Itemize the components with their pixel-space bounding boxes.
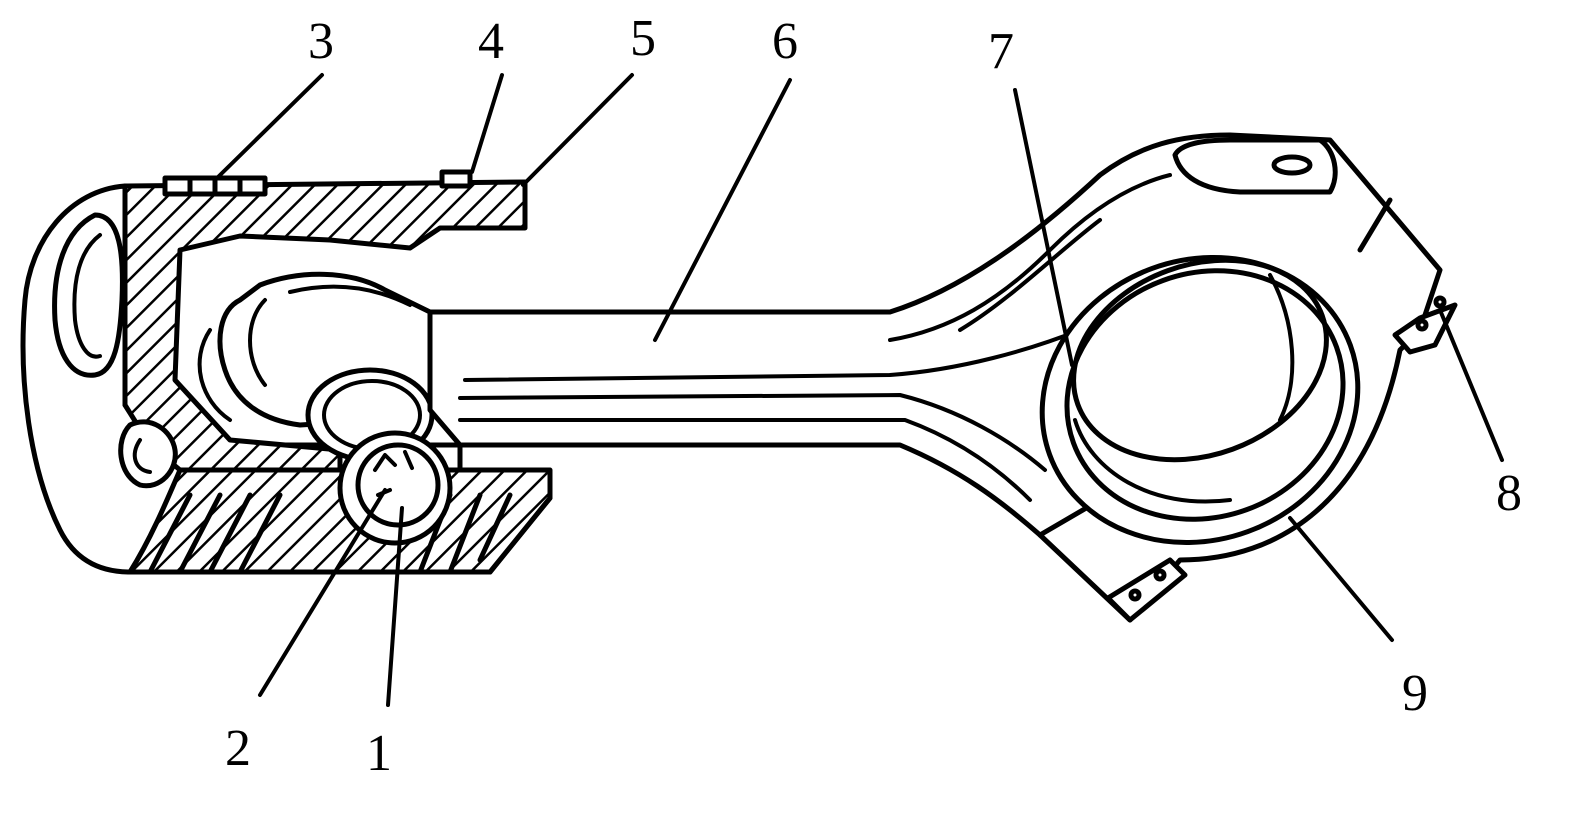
big-end-bore-inner: [1071, 257, 1329, 463]
leader-1: [386, 506, 404, 707]
label-8: 8: [1496, 465, 1522, 522]
label-7: 7: [988, 23, 1014, 80]
leader-8: [1438, 308, 1504, 462]
piston-lower-lug: [118, 419, 178, 489]
piston-pin-bore: [355, 442, 441, 528]
leader-2: [258, 488, 387, 697]
piston-pin-lock: [439, 169, 473, 189]
leader-6: [653, 78, 792, 342]
leader-9: [1288, 516, 1394, 642]
big-end-bearing-shell: [1064, 268, 1346, 522]
big-end: [1037, 137, 1458, 623]
leader-lines: [213, 73, 1504, 707]
big-end-cap-top: [1172, 137, 1338, 195]
callout-labels: 1 2 3 4 5 6 7 8 9: [225, 10, 1522, 782]
label-5: 5: [630, 10, 656, 67]
leader-5: [521, 73, 634, 187]
big-end-bore-outer: [1039, 255, 1361, 545]
label-3: 3: [308, 13, 334, 70]
leader-3: [213, 73, 324, 182]
small-end: [197, 271, 453, 546]
leader-4: [470, 73, 504, 174]
cap-oil-hole: [1271, 154, 1313, 176]
label-6: 6: [772, 13, 798, 70]
label-9: 9: [1402, 665, 1428, 722]
piston-side-opening-inner: [72, 233, 102, 359]
piston-side-opening: [52, 212, 125, 378]
label-4: 4: [478, 13, 504, 70]
leader-7: [1013, 88, 1074, 367]
label-2: 2: [225, 720, 251, 777]
label-1: 1: [366, 725, 392, 782]
